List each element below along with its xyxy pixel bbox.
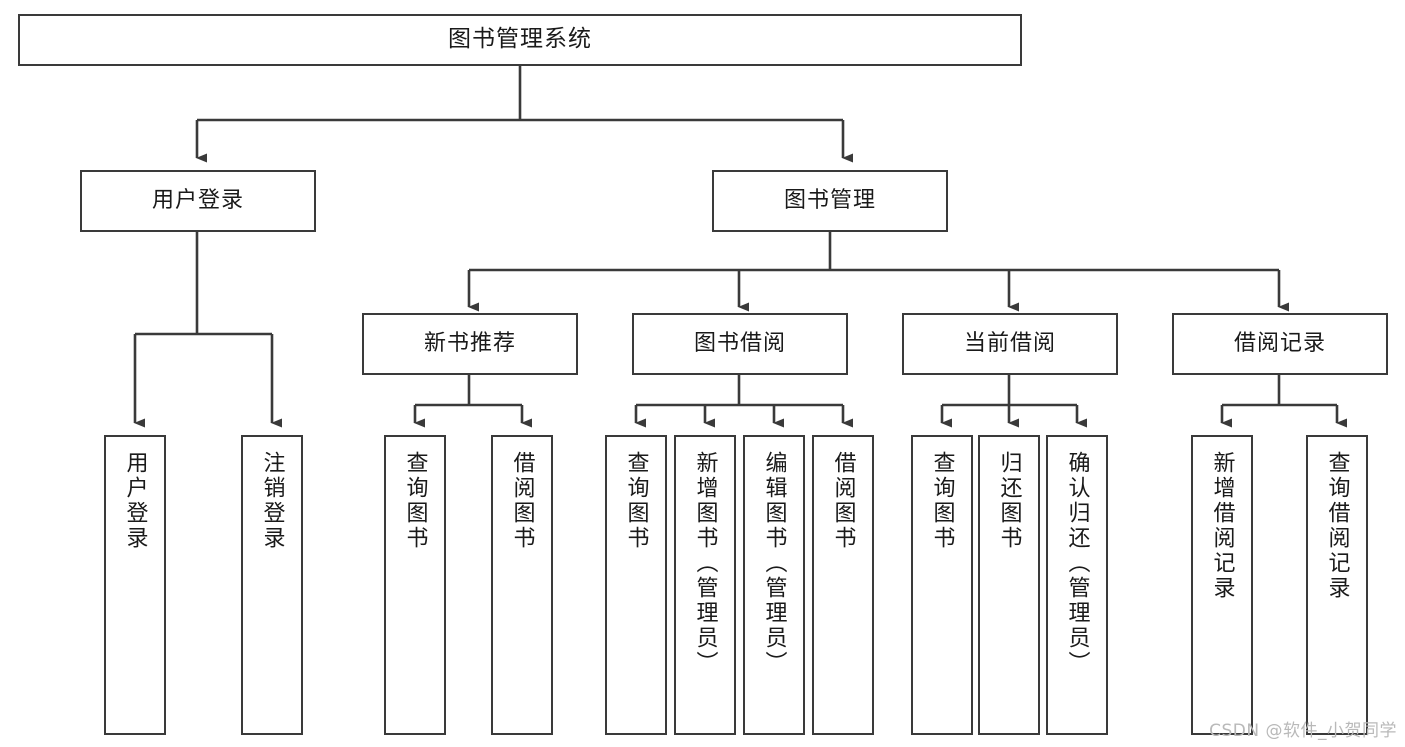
node-label: 查询借阅记录	[1324, 451, 1350, 601]
node-label: 注销登录	[259, 451, 285, 551]
node-label: 当前借阅	[963, 331, 1056, 357]
leaf-book-borrow-borrow-books[interactable]: 借阅图书	[812, 435, 874, 735]
node-label: 图书管理系统	[448, 26, 592, 53]
leaf-borrow-record-add-record[interactable]: 新增借阅记录	[1191, 435, 1253, 735]
node-book-borrow[interactable]: 图书借阅	[632, 313, 848, 375]
node-label: 查询图书	[402, 451, 428, 551]
leaf-borrow-record-query-record[interactable]: 查询借阅记录	[1306, 435, 1368, 735]
leaf-current-borrow-confirm-return-admin[interactable]: 确认归还（管理员）	[1046, 435, 1108, 735]
leaf-current-borrow-query-books[interactable]: 查询图书	[911, 435, 973, 735]
node-label: 新增借阅记录	[1209, 451, 1235, 601]
node-label: 借阅图书	[830, 451, 856, 551]
node-label: 查询图书	[929, 451, 955, 551]
csdn-watermark: CSDN @软件_小贺同学	[1209, 721, 1397, 741]
leaf-user-login-logout[interactable]: 注销登录	[241, 435, 303, 735]
node-label: 新增图书（管理员）	[692, 451, 718, 676]
node-user-login[interactable]: 用户登录	[80, 170, 316, 232]
node-label: 新书推荐	[423, 331, 516, 357]
leaf-book-borrow-add-book-admin[interactable]: 新增图书（管理员）	[674, 435, 736, 735]
leaf-new-book-query-books[interactable]: 查询图书	[384, 435, 446, 735]
node-label: 借阅图书	[509, 451, 535, 551]
leaf-book-borrow-edit-book-admin[interactable]: 编辑图书（管理员）	[743, 435, 805, 735]
node-root-book-management-system[interactable]: 图书管理系统	[18, 14, 1022, 66]
leaf-current-borrow-return-books[interactable]: 归还图书	[978, 435, 1040, 735]
leaf-book-borrow-query-books[interactable]: 查询图书	[605, 435, 667, 735]
node-label: 图书借阅	[693, 331, 786, 357]
node-label: 查询图书	[623, 451, 649, 551]
node-book-management[interactable]: 图书管理	[712, 170, 948, 232]
node-label: 图书管理	[783, 188, 876, 214]
node-label: 用户登录	[151, 188, 244, 214]
node-current-borrow[interactable]: 当前借阅	[902, 313, 1118, 375]
node-label: 用户登录	[122, 451, 148, 551]
node-label: 借阅记录	[1233, 331, 1326, 357]
node-label: 编辑图书（管理员）	[761, 451, 787, 676]
leaf-user-login-login[interactable]: 用户登录	[104, 435, 166, 735]
node-label: 确认归还（管理员）	[1064, 451, 1090, 676]
leaf-new-book-borrow-books[interactable]: 借阅图书	[491, 435, 553, 735]
node-borrow-record[interactable]: 借阅记录	[1172, 313, 1388, 375]
node-label: 归还图书	[996, 451, 1022, 551]
node-new-book-recommend[interactable]: 新书推荐	[362, 313, 578, 375]
